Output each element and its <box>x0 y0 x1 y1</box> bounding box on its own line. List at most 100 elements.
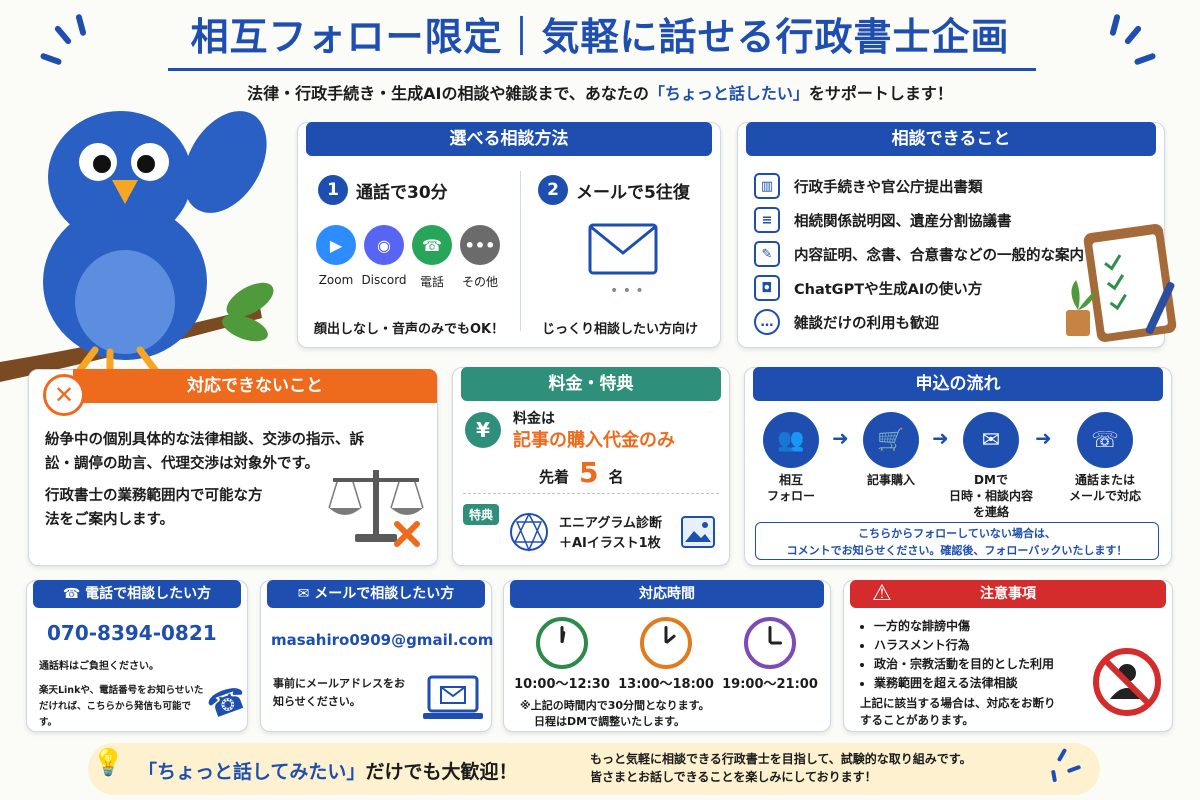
mail-note: じっくり相談したい方向け <box>542 322 699 337</box>
first-come-unit: 名 <box>608 468 624 486</box>
subtitle-text-end: をサポートします！ <box>808 84 953 103</box>
topic-text: 相続関係説明図、遺産分割協議書 <box>794 213 1012 230</box>
users-icon: 👥 <box>763 412 819 468</box>
email-address[interactable]: masahiro0909@gmail.com <box>271 631 494 649</box>
divider <box>520 171 521 331</box>
caution-item: ハラスメント行為 <box>874 636 1054 655</box>
fee-card: 料金・特典 ¥ 料金は 記事の購入代金のみ 先着 5 名 特典 エニアグラム診断… <box>452 367 730 566</box>
footer-highlight: 「ちょっと話してみたい」 <box>138 761 366 783</box>
time-slot-label: 19:00〜21:00 <box>722 677 818 692</box>
phone-note-1: 通話料はご負担ください。 <box>39 661 159 672</box>
yen-icon: ¥ <box>465 412 501 448</box>
caution-note: 上記に該当する場合は、対応をお断りすることがあります。 <box>860 696 1056 727</box>
call-option[interactable]: 1 通話で30分 <box>318 175 448 205</box>
flow-step-label: DMで 日時・相談内容 を連絡 <box>948 473 1033 519</box>
phone-header-icon: ☎ <box>62 586 86 602</box>
flow-step-label: 相互 フォロー <box>766 473 815 503</box>
footer-banner <box>88 743 1100 795</box>
phone-note-2: 楽天Linkや、電話番号をお知らせいただければ、こちらから発信も可能です。 <box>39 685 204 728</box>
clock-icon <box>536 617 588 669</box>
number-badge: 1 <box>318 175 348 205</box>
support-icon: ☏ <box>1077 412 1133 468</box>
app-label: Zoom <box>318 273 354 287</box>
footer-line-1: もっと気軽に相談できる行政書士を目指して、試験的な取り組みです。 <box>590 752 972 766</box>
phone-handset-icon: ☎ <box>201 677 253 727</box>
cannot-card: ✕ 対応できないこと 紛争中の個別具体的な法律相談、交渉の指示、訴訟・調停の助言… <box>28 369 438 566</box>
call-note: 顔出しなし・音声のみでもOK！ <box>314 322 505 337</box>
phone-title: ☎ 電話で相談したい方 <box>33 580 241 608</box>
email-title-text: メールで相談したい方 <box>314 586 455 602</box>
phone-title-text: 電話で相談したい方 <box>85 586 212 602</box>
time-slot-label: 13:00〜18:00 <box>618 677 714 692</box>
arrow-right-icon: ➜ <box>832 426 849 450</box>
email-note: 事前にメールアドレスをお知らせください。 <box>273 677 405 708</box>
topic-item: ✎内容証明、念書、合意書などの一般的な案内 <box>754 241 1084 267</box>
cannot-paragraph-2: 行政書士の業務範囲内で可能な方法をご案内します。 <box>45 488 263 528</box>
cannot-paragraph-1: 紛争中の個別具体的な法律相談、交渉の指示、訴訟・調停の助言、代理交渉は対象外です… <box>45 432 364 472</box>
topic-text: 雑談だけの利用も歓迎 <box>794 315 939 332</box>
caution-item: 一方的な誹謗中傷 <box>874 617 1054 636</box>
bonus-line-1: エニアグラム診断 <box>559 516 662 531</box>
methods-title: 選べる相談方法 <box>306 122 712 156</box>
mail-option[interactable]: 2 メールで5往復 <box>538 175 690 205</box>
image-icon <box>681 516 715 548</box>
hours-card: 対応時間 10:00〜12:30 13:00〜18:00 19:00〜21:00… <box>503 580 831 732</box>
flow-card: 申込の流れ 👥 ➜ 🛒 ➜ ✉ ➜ ☏ 相互 フォロー 記事購入 DMで 日時・… <box>744 367 1172 566</box>
enneagram-icon <box>510 512 548 552</box>
methods-card: 選べる相談方法 1 通話で30分 2 メールで5往復 ▶ ◉ ☎ ••• Zoo… <box>297 122 721 348</box>
zoom-icon[interactable]: ▶ <box>316 225 356 265</box>
cannot-title: 対応できないこと <box>73 369 437 403</box>
caution-item: 政治・宗教活動を目的とした利用 <box>874 655 1054 674</box>
prohibited-person-icon <box>1093 648 1161 716</box>
document-icon: ≡ <box>754 207 780 233</box>
subtitle-text: 法律・行政手続き・生成AIの相談や雑談まで、あなたの <box>247 84 649 103</box>
first-come-label: 先着 <box>539 468 570 486</box>
warning-icon: ⚠ <box>872 581 892 606</box>
flow-step-label: 通話または メールで対応 <box>1068 473 1141 503</box>
caution-title-text: 注意事項 <box>980 586 1036 602</box>
caution-list: 一方的な誹謗中傷 ハラスメント行為 政治・宗教活動を目的とした利用 業務範囲を超… <box>874 617 1054 693</box>
topics-title: 相談できること <box>746 122 1156 156</box>
first-come-count: 5 <box>579 456 599 489</box>
phone-card: ☎ 電話で相談したい方 070-8394-0821 通話料はご負担ください。 楽… <box>26 580 252 732</box>
app-label: その他 <box>461 275 498 289</box>
chat-icon: … <box>754 309 780 335</box>
hours-note-2: 日程はDMで調整いたします。 <box>534 715 685 728</box>
building-icon: ▥ <box>754 173 780 199</box>
bonus-line-2: ＋AIイラスト1枚 <box>559 536 661 551</box>
mail-option-label: メールで5往復 <box>576 182 690 203</box>
ellipsis-icon: • • • <box>610 283 644 299</box>
topic-text: ChatGPTや生成AIの使い方 <box>794 281 983 298</box>
flow-note: こちらからフォローしていない場合は、 コメントでお知らせください。確認後、フォロ… <box>755 522 1159 560</box>
phone-icon[interactable]: ☎ <box>412 225 452 265</box>
fee-value: 記事の購入代金のみ <box>513 430 675 451</box>
number-badge: 2 <box>538 175 568 205</box>
hours-title: 対応時間 <box>510 580 824 608</box>
robot-icon: ◘ <box>754 275 780 301</box>
more-icon[interactable]: ••• <box>460 225 500 265</box>
laptop-mail-icon <box>423 675 483 719</box>
bird-mascot-illustration <box>0 111 274 382</box>
bonus-tag: 特典 <box>463 504 500 525</box>
scales-icon <box>328 470 424 547</box>
email-card: ✉ メールで相談したい方 masahiro0909@gmail.com 事前にメ… <box>260 580 494 732</box>
footer-line-2: 皆さまとお話しできることを楽しみにしております！ <box>590 770 877 784</box>
fee-label: 料金は <box>513 411 555 427</box>
arrow-right-icon: ➜ <box>1035 426 1052 450</box>
phone-number[interactable]: 070-8394-0821 <box>47 621 217 645</box>
x-icon: ✕ <box>43 374 85 416</box>
email-header-icon: ✉ <box>297 586 315 602</box>
topic-text: 内容証明、念書、合意書などの一般的な案内 <box>794 247 1084 264</box>
caution-title: ⚠ 注意事項 <box>850 580 1166 608</box>
call-option-label: 通話で30分 <box>356 182 448 203</box>
lightbulb-icon: 💡 <box>92 748 125 778</box>
discord-icon[interactable]: ◉ <box>364 225 404 265</box>
time-slot-label: 10:00〜12:30 <box>514 677 610 692</box>
footer-main-text: だけでも大歓迎！ <box>365 761 518 783</box>
email-title: ✉ メールで相談したい方 <box>267 580 485 608</box>
subtitle-highlight: 「ちょっと話したい」 <box>648 84 809 103</box>
envelope-icon <box>588 223 658 275</box>
fee-title: 料金・特典 <box>461 367 721 401</box>
topic-item: ≡ 相続関係説明図、遺産分割協議書 <box>754 207 1012 233</box>
caution-card: ⚠ 注意事項 一方的な誹謗中傷 ハラスメント行為 政治・宗教活動を目的とした利用 … <box>843 580 1173 732</box>
